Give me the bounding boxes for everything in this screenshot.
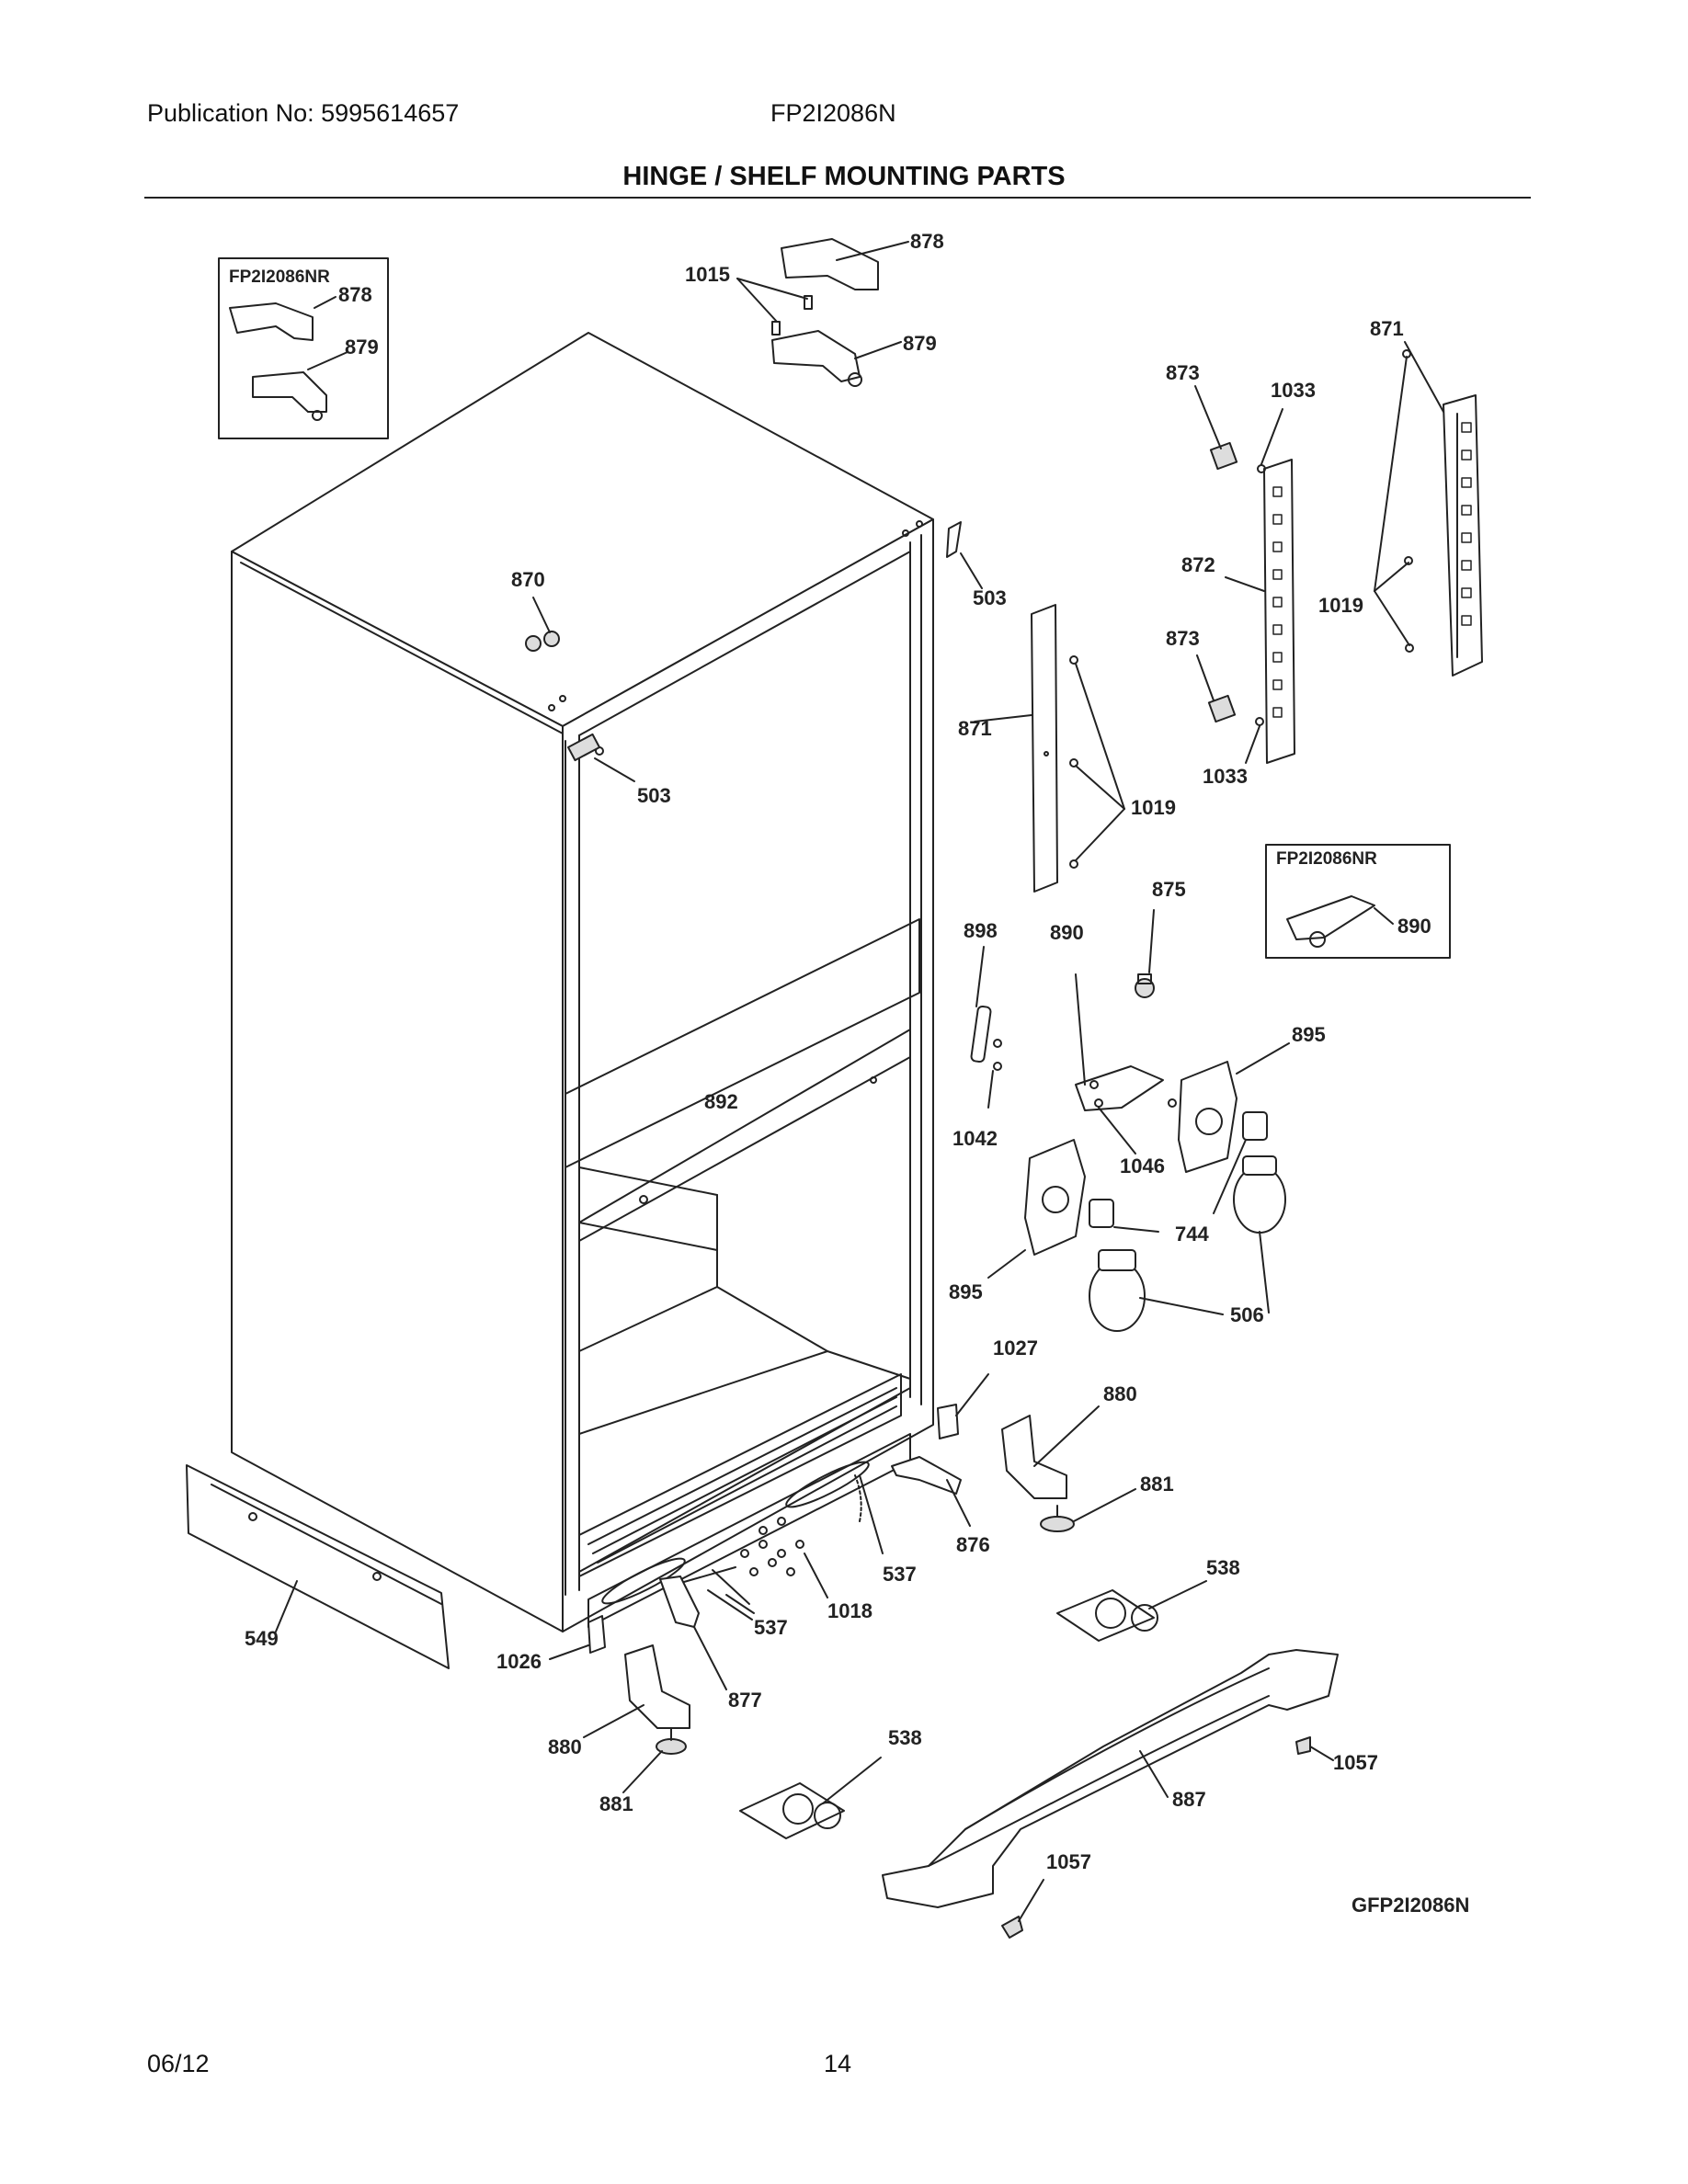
diagram-code: GFP2I2086N <box>1352 1894 1469 1917</box>
callout-871-right: 871 <box>1370 317 1404 340</box>
callout-506: 506 <box>1230 1303 1264 1326</box>
callout-878-top: 878 <box>910 230 944 253</box>
lower-hinge-parts <box>186 1373 1207 1839</box>
inset-label-2: FP2I2086NR <box>1276 849 1377 869</box>
light-assembly-parts <box>970 909 1290 1332</box>
callout-872: 872 <box>1181 553 1215 576</box>
callout-1019-right: 1019 <box>1318 594 1363 617</box>
callout-1026: 1026 <box>496 1650 542 1673</box>
title-rule <box>144 197 1531 199</box>
refrigerator-cabinet <box>231 332 934 1632</box>
callout-537-left: 537 <box>754 1616 788 1639</box>
page-title: HINGE / SHELF MOUNTING PARTS <box>622 162 1066 191</box>
callout-880-right: 880 <box>1103 1382 1137 1405</box>
callout-1018: 1018 <box>827 1599 873 1622</box>
callout-503-top: 503 <box>973 586 1007 609</box>
callout-1015: 1015 <box>685 263 730 286</box>
callout-1057-right: 1057 <box>1333 1751 1378 1774</box>
callout-890: 890 <box>1050 921 1084 944</box>
callout-880-left: 880 <box>548 1735 582 1758</box>
footer-date: 06/12 <box>147 2050 210 2077</box>
callout-870: 870 <box>511 568 545 591</box>
callout-1027: 1027 <box>993 1337 1038 1359</box>
callout-898: 898 <box>964 919 998 942</box>
callout-538-right: 538 <box>1206 1556 1240 1579</box>
callout-878-inset: 878 <box>338 283 372 306</box>
callout-1042: 1042 <box>952 1127 998 1150</box>
model-number: FP2I2086N <box>770 99 896 127</box>
inset-box-nr-bracket <box>1265 844 1451 959</box>
callout-871-mid: 871 <box>958 717 992 740</box>
callout-538-left: 538 <box>888 1726 922 1749</box>
callout-1046: 1046 <box>1120 1155 1165 1177</box>
page-number: 14 <box>824 2050 852 2077</box>
publication-number: Publication No: 5995614657 <box>147 99 460 127</box>
callout-892: 892 <box>704 1090 738 1113</box>
callout-1019-mid: 1019 <box>1131 796 1176 819</box>
inset-box-nr-hinge <box>218 257 389 439</box>
callout-873-top: 873 <box>1166 361 1200 384</box>
callout-879-top: 879 <box>903 332 937 355</box>
top-hinge-parts <box>736 238 909 387</box>
callout-879-inset: 879 <box>345 336 379 358</box>
callout-890-inset: 890 <box>1397 915 1431 938</box>
callout-876: 876 <box>956 1533 990 1556</box>
callout-503-mid: 503 <box>637 784 671 807</box>
callout-875: 875 <box>1152 878 1186 901</box>
toe-grille-part <box>882 1649 1339 1939</box>
callout-873-mid: 873 <box>1166 627 1200 650</box>
callout-895-left: 895 <box>949 1280 983 1303</box>
inset-label-1: FP2I2086NR <box>229 267 330 287</box>
callout-877: 877 <box>728 1689 762 1712</box>
callout-1033-top: 1033 <box>1271 379 1316 402</box>
callout-881-right: 881 <box>1140 1473 1174 1496</box>
callout-744: 744 <box>1175 1223 1209 1246</box>
callout-887: 887 <box>1172 1788 1206 1811</box>
callout-1057-bottom: 1057 <box>1046 1850 1091 1873</box>
mid-rail-parts <box>532 521 1125 893</box>
callout-1033-mid: 1033 <box>1203 765 1248 788</box>
callout-881-left: 881 <box>599 1792 633 1815</box>
shelf-rail-parts <box>1194 341 1483 764</box>
callout-549: 549 <box>245 1627 279 1650</box>
callout-537-right: 537 <box>883 1563 917 1586</box>
callout-895-right: 895 <box>1292 1023 1326 1046</box>
